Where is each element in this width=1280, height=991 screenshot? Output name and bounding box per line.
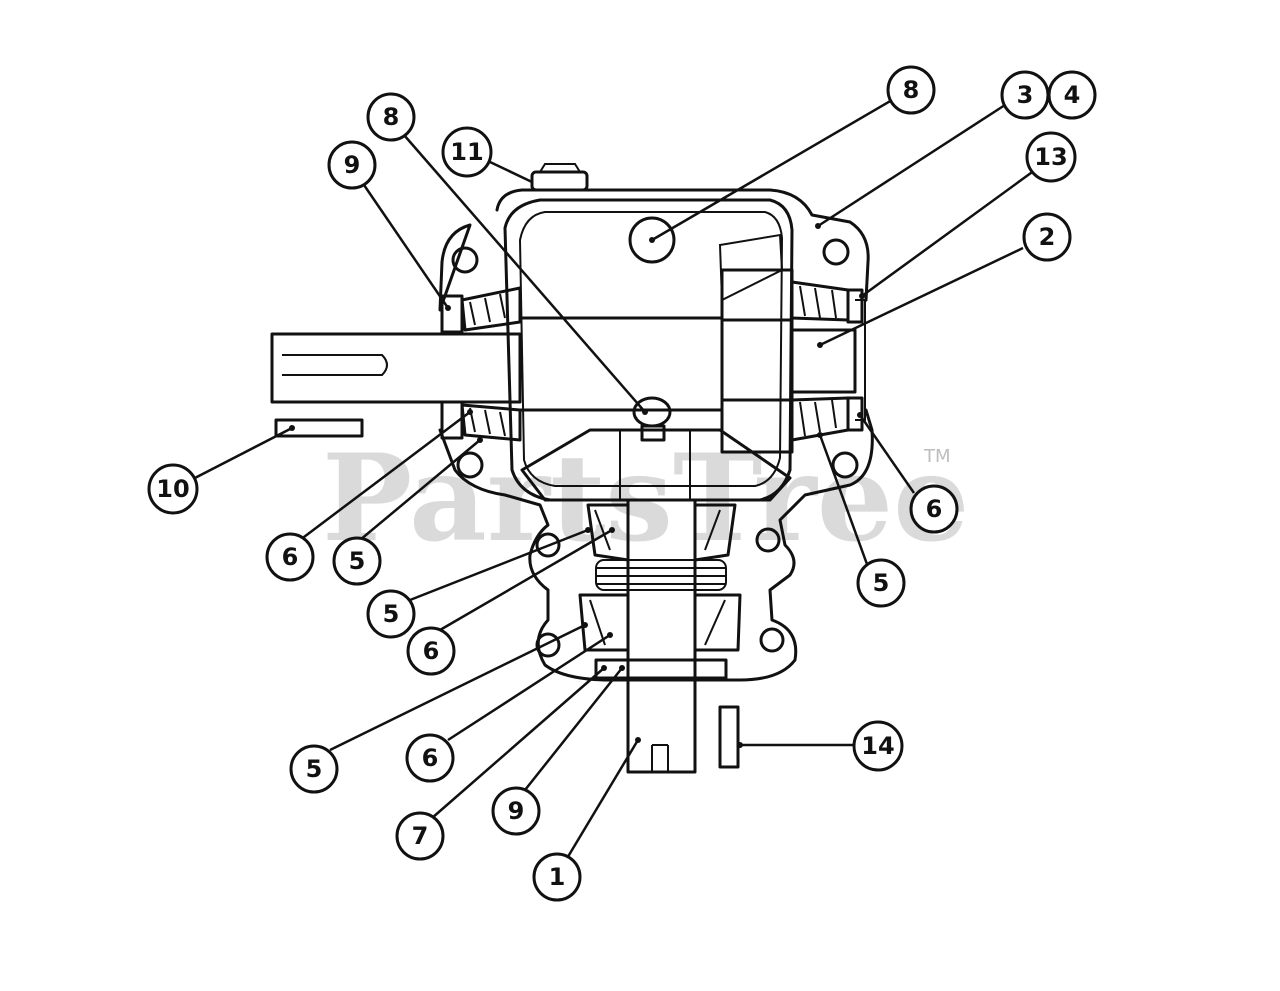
bearings [440,280,864,680]
callout-label: 5 [306,755,323,783]
mount-hole-icon [535,632,561,658]
callout-13[interactable]: 13 [1025,131,1077,183]
callout-label: 14 [861,732,894,760]
gearbox-housing [438,163,874,682]
callout-6-mid[interactable]: 6 [406,626,456,676]
seal [846,288,864,324]
callout-8-left[interactable]: 8 [366,92,416,142]
bevel-gear [520,233,792,502]
callout-label: 5 [873,569,890,597]
output-shaft [626,498,697,774]
callout-label: 1 [549,863,566,891]
callout-label: 6 [282,543,299,571]
callout-label: 11 [450,138,483,166]
callout-2[interactable]: 2 [1022,212,1072,262]
mount-hole-icon [451,246,479,274]
callout-5-low[interactable]: 5 [289,744,339,794]
callout-label: 8 [903,76,920,104]
callout-6-left[interactable]: 6 [265,532,315,582]
callout-7[interactable]: 7 [395,811,445,861]
callout-label: 6 [423,637,440,665]
callout-label: 2 [1039,223,1056,251]
callout-9-top[interactable]: 9 [327,140,377,190]
callout-14[interactable]: 14 [852,720,904,772]
callout-11[interactable]: 11 [441,126,493,178]
callout-6-low[interactable]: 6 [405,733,455,783]
callout-10[interactable]: 10 [147,463,199,515]
callout-label: 6 [422,744,439,772]
mount-hole-icon [755,527,781,553]
fill-plug [628,216,676,264]
seal [440,400,464,440]
key-10 [274,418,364,438]
callout-label: 5 [383,600,400,628]
callout-5-mid[interactable]: 5 [366,589,416,639]
mount-hole-icon [822,238,850,266]
leader-dots [289,223,865,748]
callout-label: 9 [344,151,361,179]
callout-6-right[interactable]: 6 [909,484,959,534]
callout-3[interactable]: 3 [1000,70,1050,120]
watermark-tm: TM [923,446,951,467]
callout-label: 9 [508,797,525,825]
callouts: 8 3 4 13 2 8 11 9 [147,65,1097,902]
callout-label: 6 [926,495,943,523]
mount-hole-icon [456,451,484,479]
key-14 [718,705,740,769]
callout-1[interactable]: 1 [532,852,582,902]
callout-label: 4 [1064,81,1081,109]
leader-lines [190,98,1036,861]
callout-5-left[interactable]: 5 [332,536,382,586]
callout-9-low[interactable]: 9 [491,786,541,836]
mount-hole-icon [831,451,859,479]
callout-label: 7 [412,822,429,850]
callout-5-right[interactable]: 5 [856,558,906,608]
input-shaft [270,268,866,454]
mount-hole-icon [535,532,561,558]
callout-label: 10 [156,475,189,503]
callout-4[interactable]: 4 [1047,70,1097,120]
callout-label: 3 [1017,81,1034,109]
vent-plug [530,170,589,192]
callout-8-top[interactable]: 8 [886,65,936,115]
seal [440,294,464,334]
callout-label: 13 [1034,143,1067,171]
callout-label: 5 [349,547,366,575]
callout-label: 8 [383,103,400,131]
mount-hole-icon [759,627,785,653]
